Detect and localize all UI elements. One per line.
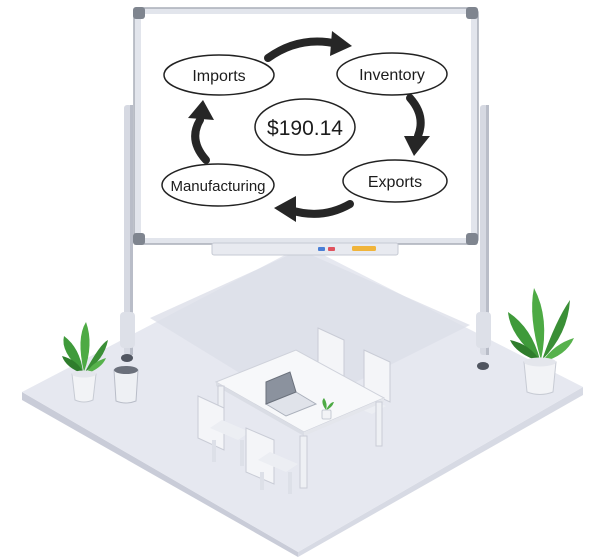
chair-front-left-leg bbox=[212, 440, 216, 462]
node-exports-label: Exports bbox=[368, 174, 422, 191]
node-manufacturing-outline bbox=[161, 163, 275, 207]
right-plant-pot bbox=[523, 361, 557, 395]
floor-shadow bbox=[150, 250, 470, 410]
waste-bin bbox=[113, 366, 139, 404]
center-value: $190.14 bbox=[254, 98, 356, 156]
right-plant-leaf-3 bbox=[542, 300, 570, 360]
table-plant-leaves bbox=[322, 398, 334, 410]
floor-left-side bbox=[22, 392, 298, 557]
right-stand-collar bbox=[476, 312, 491, 348]
laptop bbox=[264, 371, 318, 417]
table-plant bbox=[321, 398, 334, 420]
right-potted-plant bbox=[508, 288, 574, 395]
corner-cap-br bbox=[466, 233, 478, 245]
left-plant-leaf-5 bbox=[86, 358, 106, 374]
marker-tray bbox=[211, 242, 399, 256]
arrow-manufacturing-to-imports bbox=[191, 116, 210, 164]
right-plant-leaf-4 bbox=[510, 340, 541, 362]
arrow-imports-to-inventory-head bbox=[330, 31, 352, 56]
marker-red bbox=[328, 247, 335, 251]
node-exports: Exports bbox=[342, 159, 448, 203]
arrow-manufacturing-to-imports-head bbox=[188, 100, 214, 120]
table-edge-front bbox=[216, 382, 304, 436]
table-edge-right bbox=[304, 398, 384, 436]
whiteboard: Imports Inventory Exports Manufacturing … bbox=[133, 7, 479, 256]
table-leg-right bbox=[375, 401, 383, 447]
right-plant-pot-rim bbox=[524, 357, 556, 367]
left-potted-plant bbox=[62, 322, 108, 403]
chair-back-right-backrest bbox=[363, 349, 391, 403]
node-imports: Imports bbox=[163, 54, 275, 96]
arrow-exports-to-manufacturing-head bbox=[274, 196, 296, 222]
left-stand-collar bbox=[120, 312, 135, 348]
center-value-outline bbox=[254, 98, 356, 156]
left-plant-leaf-2 bbox=[80, 322, 90, 372]
node-inventory-outline bbox=[336, 52, 448, 96]
node-inventory: Inventory bbox=[336, 52, 448, 96]
laptop-screen bbox=[265, 371, 297, 405]
table-leg-front bbox=[299, 435, 308, 489]
waste-bin-body bbox=[113, 369, 139, 404]
arrow-imports-to-inventory bbox=[264, 37, 342, 62]
left-stand-pole-shade bbox=[130, 105, 133, 355]
floor-right-side bbox=[298, 387, 583, 557]
right-plant-leaf-1 bbox=[508, 312, 540, 360]
chair-front-left-seat bbox=[210, 420, 250, 440]
arrow-inventory-to-exports bbox=[406, 94, 425, 140]
chair-front-left-leg-2 bbox=[240, 440, 244, 466]
left-plant-pot bbox=[71, 373, 97, 403]
corner-cap-bl bbox=[133, 233, 145, 245]
node-inventory-label: Inventory bbox=[359, 67, 425, 84]
center-value-label: $190.14 bbox=[267, 117, 343, 140]
left-plant-pot-rim bbox=[72, 370, 96, 378]
node-manufacturing: Manufacturing bbox=[161, 163, 275, 207]
marker-yellow bbox=[352, 246, 376, 251]
chair-front-right bbox=[245, 427, 298, 494]
corner-cap-tr bbox=[466, 7, 478, 19]
right-plant-leaf-5 bbox=[542, 338, 574, 362]
chair-front-right-seat bbox=[258, 452, 298, 472]
chair-front-left-backrest bbox=[197, 395, 225, 451]
chair-front-right-leg-2 bbox=[288, 472, 292, 494]
right-stand-wheel bbox=[477, 362, 489, 370]
table-plant-pot bbox=[321, 409, 332, 420]
node-imports-outline bbox=[163, 54, 275, 96]
chair-front-right-backrest bbox=[245, 427, 275, 485]
whiteboard-stands bbox=[120, 105, 491, 370]
cycle-diagram: Imports Inventory Exports Manufacturing … bbox=[161, 31, 448, 222]
left-plant-leaf-4 bbox=[62, 356, 84, 374]
left-plant-leaf-1 bbox=[63, 336, 83, 372]
node-imports-label: Imports bbox=[192, 68, 245, 85]
node-exports-outline bbox=[342, 159, 448, 203]
chair-front-right-leg bbox=[260, 472, 264, 490]
conference-area bbox=[197, 327, 391, 494]
chair-front-left bbox=[197, 395, 250, 466]
node-manufacturing-label: Manufacturing bbox=[170, 178, 265, 195]
right-stand-pole-shade bbox=[486, 105, 489, 355]
corner-cap-tl bbox=[133, 7, 145, 19]
left-stand-wheel bbox=[121, 354, 133, 362]
marker-blue bbox=[318, 247, 325, 251]
arrow-inventory-to-exports-head bbox=[404, 136, 430, 156]
left-plant-leaf-3 bbox=[85, 340, 108, 372]
right-plant-leaf-2 bbox=[532, 288, 545, 360]
waste-bin-opening bbox=[114, 366, 138, 374]
